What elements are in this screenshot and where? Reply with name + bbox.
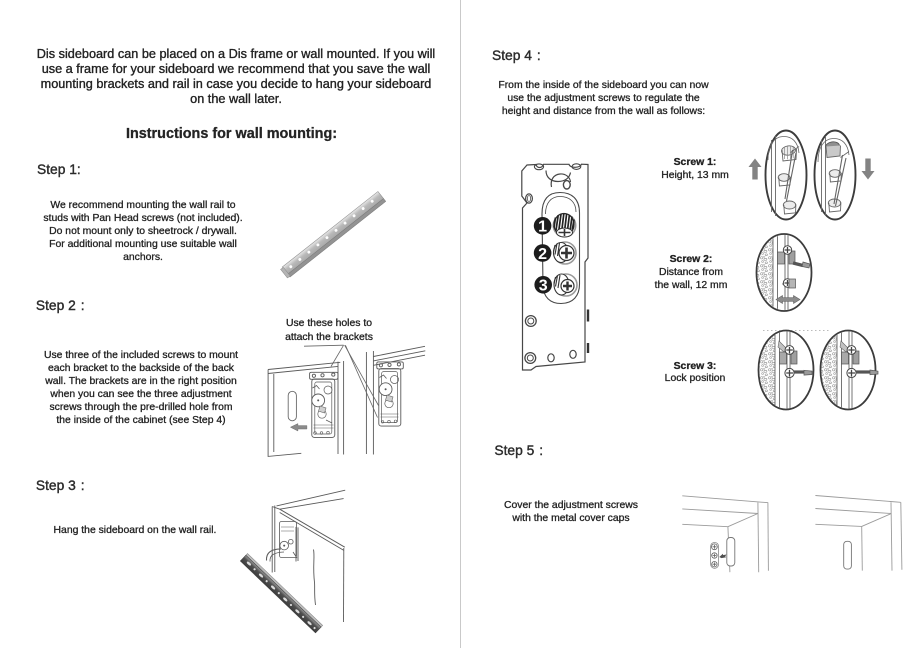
- svg-text:2: 2: [538, 246, 547, 263]
- svg-text:1: 1: [538, 219, 547, 236]
- svg-text:3: 3: [539, 278, 548, 295]
